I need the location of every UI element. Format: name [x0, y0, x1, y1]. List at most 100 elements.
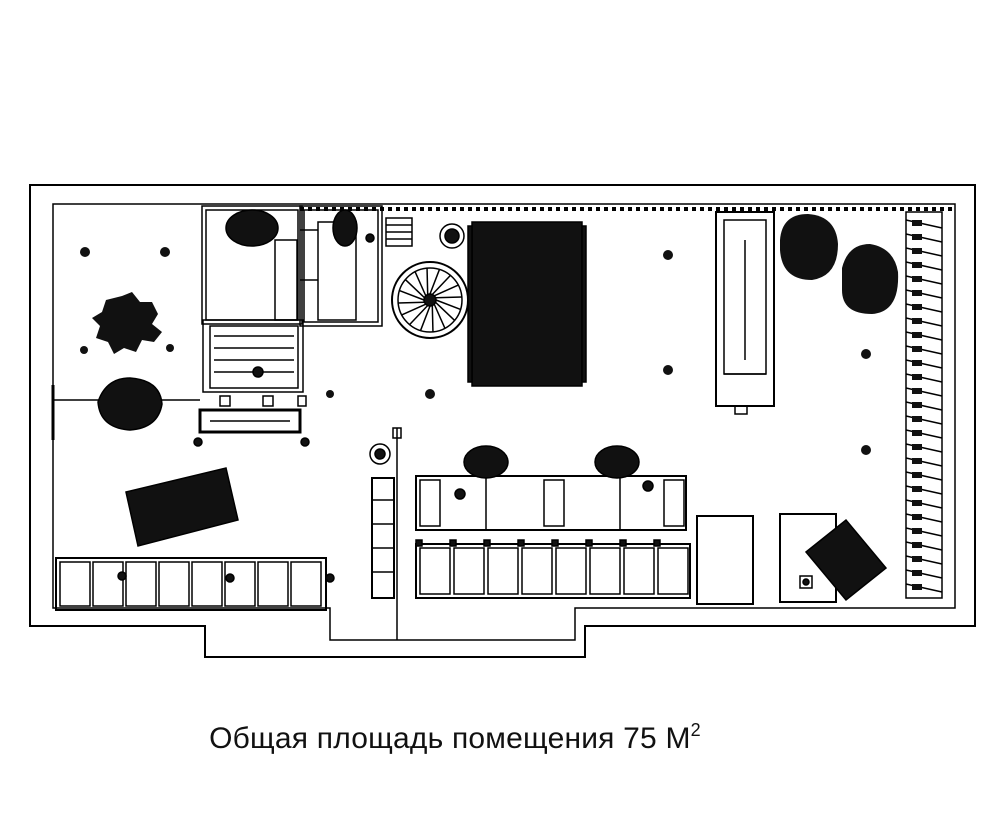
- rack-slat: [905, 233, 943, 243]
- cabinet-door: [657, 547, 689, 595]
- strip-dot: [556, 207, 560, 211]
- outer-wall: [29, 184, 976, 658]
- strip-dot: [332, 207, 336, 211]
- strip-dot: [940, 207, 944, 211]
- strip-dot: [500, 207, 504, 211]
- strip-dot: [388, 207, 392, 211]
- spiral-tread: [433, 284, 459, 297]
- strip-dot: [644, 207, 648, 211]
- rack-item: [912, 220, 922, 226]
- rack-slat: [905, 373, 943, 383]
- cabinet-frame: [415, 543, 691, 599]
- rack-slat: [905, 359, 943, 369]
- spiral-tread: [398, 301, 425, 304]
- strip-dot: [716, 207, 720, 211]
- strip-dot: [356, 207, 360, 211]
- strip-dot: [524, 207, 528, 211]
- strip-dot: [852, 207, 856, 211]
- strip-dot: [580, 207, 584, 211]
- area-caption-text: Общая площадь помещения 75 М: [209, 722, 691, 755]
- rack-item: [912, 542, 922, 548]
- cabinet-peg: [653, 539, 661, 547]
- strip-dot: [764, 207, 768, 211]
- strip-dot: [404, 207, 408, 211]
- rack-item: [912, 304, 922, 310]
- strip-dot: [892, 207, 896, 211]
- strip-dot: [572, 207, 576, 211]
- rack-slat: [905, 429, 943, 439]
- rack-item: [912, 430, 922, 436]
- large-table: [467, 221, 587, 387]
- spiral-tread: [401, 303, 427, 316]
- cabinet-peg: [449, 539, 457, 547]
- display-shelf: [715, 211, 775, 415]
- spiral-tread: [399, 289, 425, 301]
- rack-slat: [905, 569, 943, 579]
- spiral-tread: [429, 269, 441, 295]
- rack-item: [912, 318, 922, 324]
- strip-dot: [796, 207, 800, 211]
- spiral-tread: [433, 303, 446, 329]
- strip-dot: [460, 207, 464, 211]
- rack-item: [912, 416, 922, 422]
- spiral-tread: [435, 299, 461, 311]
- stair-block: [202, 319, 304, 393]
- small-stair: [365, 217, 413, 247]
- cabinet-door: [92, 561, 124, 607]
- cabinet-peg: [517, 539, 525, 547]
- rack-item: [912, 444, 922, 450]
- wall-decor-strip: [300, 207, 952, 211]
- strip-dot: [748, 207, 752, 211]
- rack-item: [912, 248, 922, 254]
- strip-dot: [652, 207, 656, 211]
- rack-item: [912, 458, 922, 464]
- strip-dot: [324, 207, 328, 211]
- strip-dot: [412, 207, 416, 211]
- rack-slat: [905, 303, 943, 313]
- strip-dot: [612, 207, 616, 211]
- cabinet-frame: [55, 557, 327, 611]
- strip-dot: [820, 207, 824, 211]
- strip-dot: [540, 207, 544, 211]
- strip-dot: [308, 207, 312, 211]
- strip-dot: [596, 207, 600, 211]
- spiral-tread: [426, 268, 429, 295]
- rack-item: [912, 528, 922, 534]
- area-caption-superscript: 2: [690, 720, 701, 740]
- strip-dot: [924, 207, 928, 211]
- strip-dot: [452, 207, 456, 211]
- rack-slat: [905, 275, 943, 285]
- strip-dot: [876, 207, 880, 211]
- strip-dot: [604, 207, 608, 211]
- strip-dot: [548, 207, 552, 211]
- strip-dot: [900, 207, 904, 211]
- strip-dot: [804, 207, 808, 211]
- strip-dot: [780, 207, 784, 211]
- rack-item: [912, 290, 922, 296]
- rack-slat: [905, 415, 943, 425]
- strip-dot: [436, 207, 440, 211]
- plant-icon: [80, 247, 174, 354]
- rack-slat: [905, 485, 943, 495]
- strip-dot: [532, 207, 536, 211]
- strip-dot: [884, 207, 888, 211]
- strip-dot: [948, 207, 952, 211]
- spiral-tread: [409, 305, 429, 326]
- cabinet-knob: [117, 571, 127, 581]
- bottom-center-cabinets: [415, 539, 691, 599]
- bedroom-block: [201, 205, 383, 327]
- angled-rug: [125, 467, 239, 547]
- strip-dot: [860, 207, 864, 211]
- rack-item: [912, 388, 922, 394]
- rack-slat: [905, 219, 943, 229]
- cabinet-door: [191, 561, 223, 607]
- bottom-right-units: [696, 513, 888, 605]
- strip-dot: [620, 207, 624, 211]
- strip-dot: [708, 207, 712, 211]
- strip-dot: [908, 207, 912, 211]
- rack-item: [912, 262, 922, 268]
- strip-dot: [868, 207, 872, 211]
- rack-item: [912, 570, 922, 576]
- cabinet-door: [487, 547, 519, 595]
- rack-item: [912, 472, 922, 478]
